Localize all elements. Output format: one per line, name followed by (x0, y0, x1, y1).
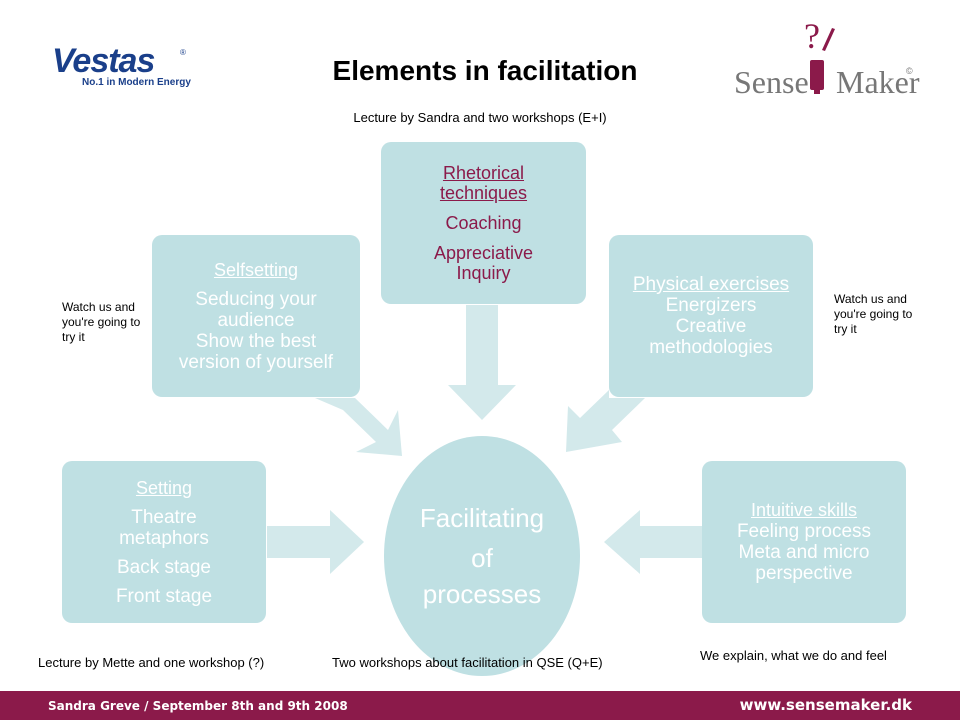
box-rhetorical-line: Inquiry (456, 263, 511, 283)
sensemaker-logo: ? Sense Maker © (728, 18, 928, 98)
box-rhetorical-line: Coaching (445, 213, 522, 233)
sensemaker-figure-icon: ? (804, 18, 835, 94)
box-selfsetting-line: audience (217, 309, 295, 331)
footer-website-link[interactable]: www.sensemaker.dk (739, 696, 912, 714)
box-intuitive-line: Feeling process (736, 521, 872, 542)
box-setting-line: Back stage (117, 556, 211, 578)
svg-text:?: ? (804, 18, 820, 56)
box-selfsetting: Selfsetting Seducing your audience Show … (152, 235, 360, 397)
note-left: Watch us and you're going to try it (62, 300, 141, 344)
box-physical-line: methodologies (649, 337, 773, 358)
sensemaker-registered-mark: © (906, 66, 913, 76)
arrow-setting (267, 510, 364, 574)
box-physical-line: Energizers (665, 295, 757, 316)
footer-bar: Sandra Greve / September 8th and 9th 200… (0, 691, 960, 720)
bottom-note-right: We explain, what we do and feel (700, 648, 887, 663)
box-rhetorical-line: Appreciative (433, 243, 534, 263)
box-setting: Setting Theatre metaphors Back stage Fro… (62, 461, 266, 623)
vestas-logo-tagline: No.1 in Modern Energy (82, 77, 191, 88)
box-physical: Physical exercises Energizers Creative m… (609, 235, 813, 397)
sensemaker-logo-word-sense: Sense (734, 64, 809, 100)
box-setting-line: Theatre (131, 506, 197, 528)
box-physical-heading: Physical exercises (632, 274, 790, 295)
box-setting-line: Front stage (115, 585, 213, 607)
box-intuitive: Intuitive skills Feeling process Meta an… (702, 461, 906, 623)
center-line: of (471, 543, 493, 573)
arrow-physical (566, 390, 645, 452)
vestas-registered-mark: ® (180, 48, 186, 57)
arrow-intuitive (604, 510, 702, 574)
box-intuitive-line: perspective (755, 563, 853, 584)
arrow-rhetorical (448, 305, 516, 420)
box-rhetorical-heading: Rhetorical techniques (439, 163, 528, 203)
box-intuitive-line: Meta and micro (738, 542, 870, 563)
center-line: Facilitating (419, 503, 545, 533)
box-intuitive-heading: Intuitive skills (750, 500, 858, 520)
box-selfsetting-line: Seducing your (195, 288, 317, 310)
center-ellipse: Facilitating of processes (384, 436, 580, 676)
vestas-logo: Vestas ® No.1 in Modern Energy (52, 44, 192, 88)
center-line: processes (422, 579, 542, 609)
vestas-logo-word: Vestas (52, 42, 155, 80)
bottom-note-middle: Two workshops about facilitation in QSE … (332, 655, 603, 670)
note-right: Watch us and you're going to try it (834, 292, 913, 336)
box-selfsetting-heading: Selfsetting (213, 259, 299, 280)
box-setting-line: metaphors (119, 527, 209, 549)
bottom-note-left: Lecture by Mette and one workshop (?) (38, 655, 265, 670)
page-title: Elements in facilitation (332, 55, 638, 86)
box-physical-line: Creative (675, 316, 747, 337)
subtitle: Lecture by Sandra and two workshops (E+I… (353, 110, 607, 125)
sensemaker-logo-word-maker: Maker (836, 64, 920, 100)
box-setting-heading: Setting (135, 477, 193, 498)
box-rhetorical: Rhetorical techniques Coaching Appreciat… (381, 142, 586, 304)
footer-author-date: Sandra Greve / September 8th and 9th 200… (48, 699, 348, 713)
box-selfsetting-line: Show the best (195, 330, 317, 352)
box-selfsetting-line: version of yourself (178, 351, 334, 373)
arrow-selfsetting (315, 398, 402, 456)
